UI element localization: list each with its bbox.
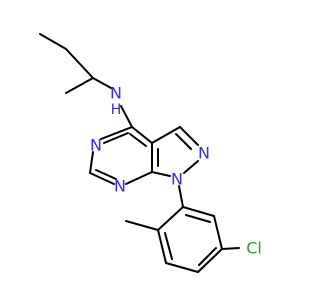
- bond-c4-n3-double: [103, 132, 129, 144]
- bond-ch2-ch: [65, 48, 94, 79]
- bond-aryl-c5-c6: [213, 215, 223, 250]
- atom-label-amine-h: H: [111, 102, 122, 118]
- bond-c3-n2-double: [175, 133, 192, 150]
- bond-n2-n1p: [183, 160, 199, 174]
- molecule-canvas: N H N N N N Cl: [39, 33, 262, 273]
- bond-n3-c2: [89, 151, 94, 174]
- atom-label-pyrazole-n1: N: [171, 170, 183, 189]
- bond-c3a-c4-double: [129, 133, 147, 147]
- bond-c3a-c3: [151, 126, 181, 144]
- atom-label-cl: Cl: [246, 239, 262, 258]
- bond-ethyl-ch3-ch2: [39, 33, 67, 50]
- atom-amine-n: N H: [110, 84, 122, 119]
- bond-c4-n3: [100, 126, 133, 140]
- bond-aryl-cl: [221, 247, 240, 250]
- bond-c3a-c4: [131, 126, 153, 144]
- bond-c2-n1-double: [95, 169, 117, 180]
- bond-aryl-c3-c4: [165, 262, 199, 273]
- bond-n1-aryl: [178, 185, 184, 208]
- bond-c2-n1: [89, 172, 115, 185]
- bond-ch-nh: [92, 77, 112, 89]
- bond-nh-c4: [120, 105, 133, 128]
- bond-c3-n2: [179, 126, 199, 146]
- bond-n1p-c7a: [151, 171, 171, 177]
- bond-aryl-methyl: [125, 220, 159, 231]
- atom-label-pyrazole-n2: N: [198, 144, 210, 163]
- bond-aryl-c6-c1-double: [185, 214, 211, 223]
- bond-ch-methyl: [65, 77, 94, 94]
- structure-drawing: N H N N N N Cl: [39, 33, 262, 273]
- bond-aryl-c1-c2: [157, 206, 184, 231]
- atom-label-pyrimidine-n: N: [114, 177, 126, 196]
- atom-label-n3: N: [90, 136, 102, 155]
- bond-aryl-c4-c5: [197, 248, 223, 273]
- bond-aryl-c2-c3-double: [164, 232, 173, 260]
- bond-aryl-c6-c1: [182, 206, 215, 217]
- bond-aryl-c4-c5-double: [198, 247, 217, 266]
- atom-label-amine-n: N: [110, 84, 122, 103]
- bond-aryl-c2-c3: [157, 229, 167, 264]
- bond-n1-c7a: [125, 171, 153, 185]
